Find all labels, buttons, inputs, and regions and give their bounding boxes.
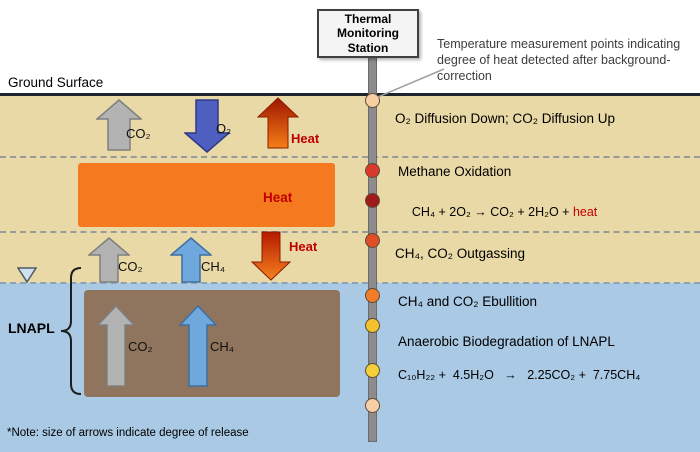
monitoring-rod	[368, 56, 377, 442]
ch4-lnapl-label: CH₄	[210, 339, 235, 354]
zone-boundary-dashed-2	[0, 231, 700, 233]
measurement-point-4	[365, 233, 380, 248]
water-table-boundary	[0, 282, 700, 284]
thermal-monitoring-station: Thermal Monitoring Station	[317, 9, 419, 58]
co2-diffusion-label: CO₂	[126, 126, 151, 141]
zone-boundary-dashed-1	[0, 156, 700, 158]
o2-diffusion-down-arrow	[184, 99, 230, 153]
co2-outgassing-label: CO₂	[118, 259, 143, 274]
lnapl-smear-zone	[84, 290, 340, 397]
o2-diffusion-label: O₂	[216, 121, 232, 136]
measurement-point-8	[365, 398, 380, 413]
co2-lnapl-label: CO₂	[128, 339, 153, 354]
heat-up-label: Heat	[291, 131, 320, 146]
measurement-point-6	[365, 318, 380, 333]
equation-heat-word: heat	[572, 205, 598, 219]
ground-surface-label: Ground Surface	[8, 75, 104, 90]
heat-down-label: Heat	[289, 239, 318, 254]
ch4-outgassing-up-arrow	[170, 237, 212, 283]
station-label: Thermal Monitoring Station	[337, 12, 399, 55]
zone-label-oxidation: Methane Oxidation	[398, 164, 512, 179]
measurement-point-3	[365, 193, 380, 208]
measurement-point-2	[365, 163, 380, 178]
measurement-point-7	[365, 363, 380, 378]
callout-line	[377, 68, 445, 98]
measurement-point-1	[365, 93, 380, 108]
zone-label-diffusion: O₂ Diffusion Down; CO₂ Diffusion Up	[395, 111, 616, 126]
co2-lnapl-up-arrow	[97, 305, 135, 387]
zone-label-outgassing: CH₄, CO₂ Outgassing	[395, 246, 526, 261]
biodegradation-equation: C₁₀H₂₂ + 4.5H₂O → 2.25CO₂ + 7.75CH₄	[398, 368, 641, 382]
lnapl-bracket	[60, 267, 82, 395]
heat-down-arrow	[251, 231, 291, 281]
lnapl-label: LNAPL	[8, 320, 55, 336]
heat-up-arrow	[257, 97, 299, 149]
water-table-icon	[17, 267, 37, 283]
heat-zone-label: Heat	[263, 190, 293, 205]
annotation-text: Temperature measurement points indicatin…	[437, 37, 681, 83]
ch4-outgassing-label: CH₄	[201, 259, 226, 274]
methane-oxidation-equation: CH₄ + 2O₂ → CO₂ + 2H₂O + heat	[398, 191, 597, 233]
measurement-point-5	[365, 288, 380, 303]
ch4-lnapl-up-arrow	[179, 305, 217, 387]
methane-oxidation-heat-zone: Heat	[78, 163, 335, 227]
ground-surface-line	[0, 93, 700, 96]
co2-diffusion-up-arrow	[96, 99, 142, 151]
zone-label-biodegradation: Anaerobic Biodegradation of LNAPL	[398, 334, 615, 349]
equation-text: CH₄ + 2O₂ → CO₂ + 2H₂O +	[411, 205, 573, 219]
footnote: *Note: size of arrows indicate degree of…	[7, 427, 249, 439]
co2-outgassing-up-arrow	[88, 237, 130, 283]
zone-label-ebullition: CH₄ and CO₂ Ebullition	[398, 294, 538, 309]
